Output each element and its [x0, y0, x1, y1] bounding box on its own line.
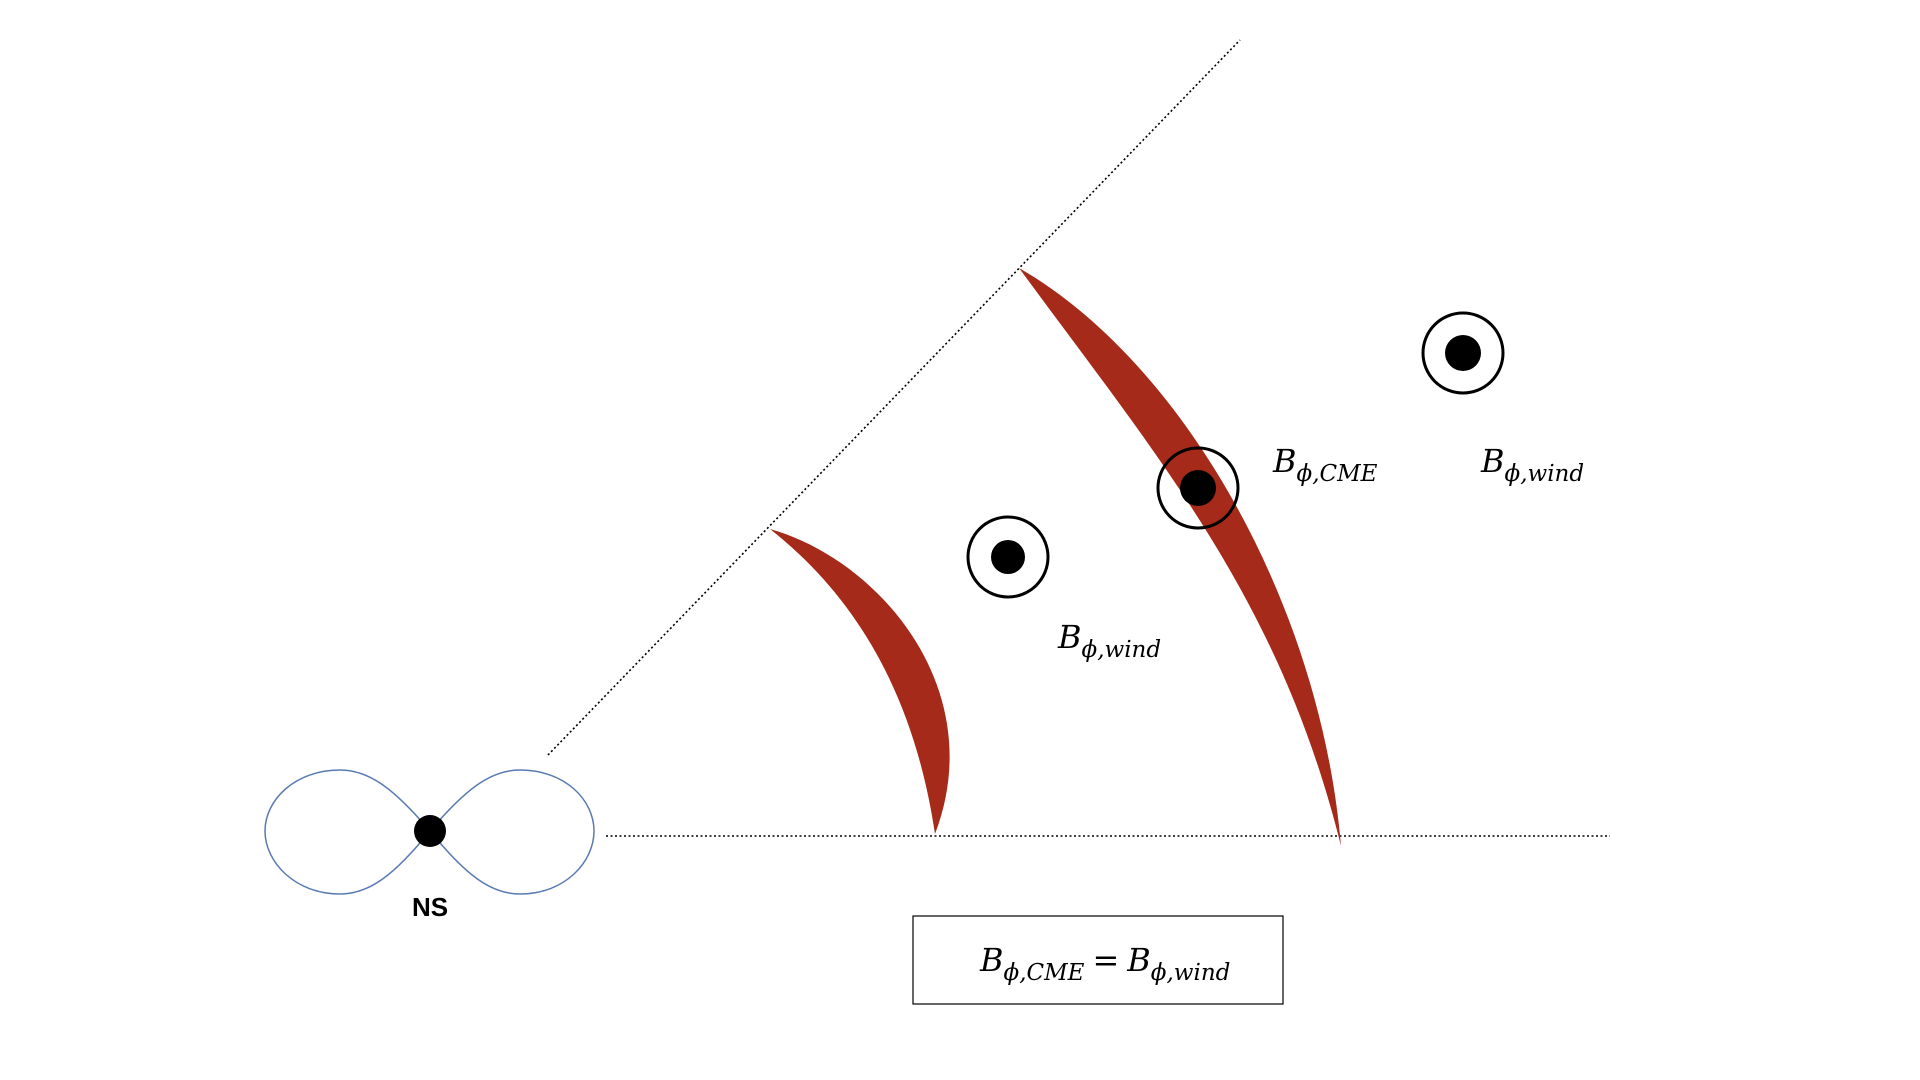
- label-b-phi-wind-inner: Bϕ,wind: [1057, 618, 1161, 663]
- equation-text: Bϕ,CME=Bϕ,wind: [979, 941, 1230, 986]
- label-b-phi-wind-outer: Bϕ,wind: [1480, 442, 1584, 487]
- inner-shell: [770, 529, 950, 834]
- outer-shell: [1019, 268, 1341, 846]
- dot-in-circle-icon: [1156, 446, 1240, 530]
- upper-dotted-line: [547, 39, 1241, 756]
- label-b-phi-cme: Bϕ,CME: [1272, 442, 1378, 487]
- equation-box: [912, 915, 1284, 1005]
- right-lobe: [429, 769, 595, 895]
- left-lobe: [264, 769, 431, 895]
- dot-in-circle-icon: [1421, 311, 1505, 395]
- neutron-star-dot-icon: [414, 815, 446, 847]
- dot-in-circle-icon: [966, 515, 1050, 599]
- magnetosphere-lobes: [264, 769, 595, 895]
- ns-label: NS: [412, 892, 448, 922]
